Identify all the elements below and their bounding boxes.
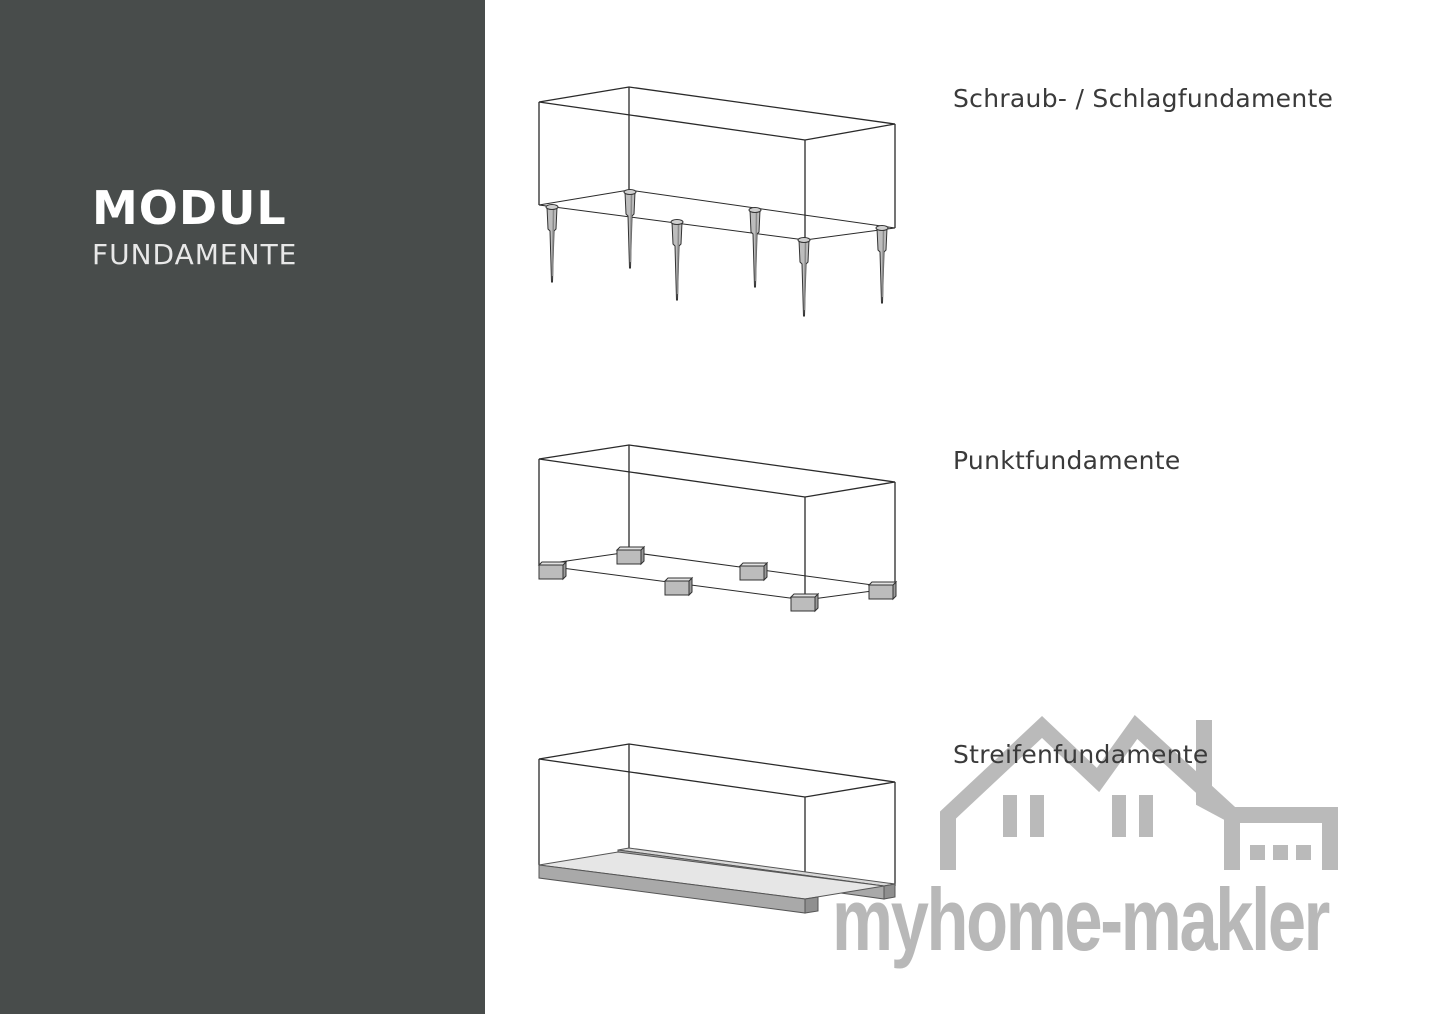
point-footing	[867, 580, 898, 601]
point-footing	[615, 545, 646, 566]
point-footing	[738, 561, 769, 582]
page-title: MODUL	[92, 181, 287, 235]
watermark-text: myhome-makler	[832, 870, 1330, 969]
screw-pile	[875, 225, 889, 304]
strip-footings	[538, 847, 896, 914]
screw-pile	[797, 237, 811, 317]
label-screw-foundations: Schraub- / Schlagfundamente	[953, 84, 1334, 113]
label-strip-foundations: Streifenfundamente	[953, 740, 1209, 769]
screw-piles	[545, 189, 889, 317]
sidebar-panel: MODUL FUNDAMENTE	[0, 0, 485, 1014]
point-footing	[663, 576, 694, 597]
screw-pile	[623, 189, 637, 269]
screw-pile	[545, 204, 559, 283]
screw-pile	[670, 219, 684, 301]
page-subtitle: FUNDAMENTE	[92, 238, 298, 271]
screw-pile	[748, 207, 762, 288]
point-footing	[789, 592, 820, 613]
point-footings	[537, 545, 898, 613]
point-footing	[537, 560, 568, 581]
label-point-foundations: Punktfundamente	[953, 446, 1181, 475]
